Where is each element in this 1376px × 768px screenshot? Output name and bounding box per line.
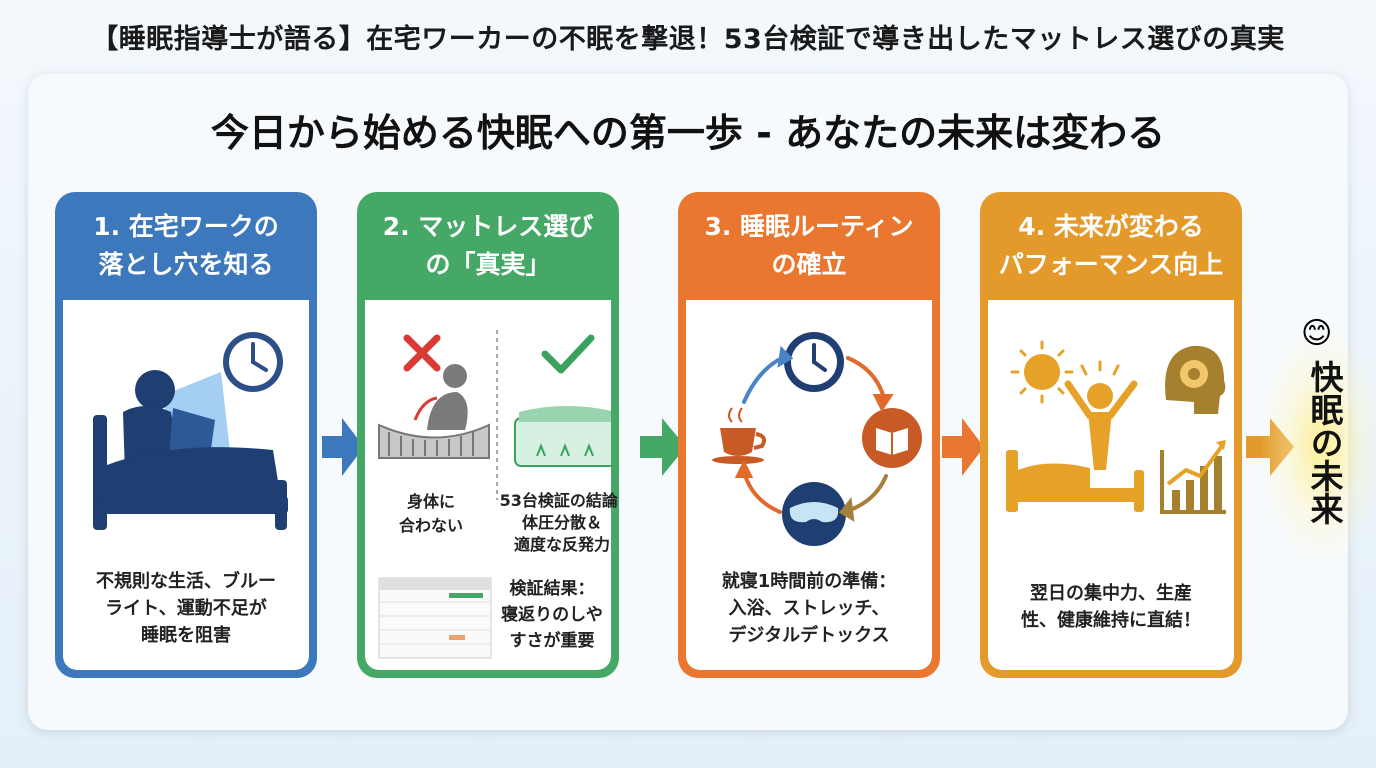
step-4-body: 翌日の集中力、生産 性、健康維持に直結！ [988,300,1234,670]
person-waking-icon [1006,360,1144,512]
book-icon [862,408,922,468]
step-4-illustration [1006,340,1226,514]
arrow-2-to-3-icon [640,418,686,476]
supportive-mattress-icon [514,406,611,467]
clock-icon [784,332,844,392]
step-card-4: 4. 未来が変わる パフォーマンス向上 [980,192,1242,678]
step-card-3: 3. 睡眠ルーティン の確立 [678,192,940,678]
step-2-body: 身体に 合わない 53台検証の結論: 体圧分散＆ 適度な反発力 検証結果： 寝返… [365,300,619,670]
step-4-description: 翌日の集中力、生産 性、健康維持に直結！ [1021,583,1201,631]
coffee-cup-icon [712,407,766,464]
growth-chart-icon [1160,440,1226,514]
step-1-description: 不規則な生活、ブルー ライト、運動不足が 睡眠を阻害 [96,571,276,646]
sleep-mask-icon [782,482,846,546]
step-card-2: 2. マットレス選び の「真実」 [357,192,619,678]
step-2-result-label: 検証結果： 寝返りのしや すさが重要 [501,579,603,651]
step-card-1: 1. 在宅ワークの 落とし穴を知る 不規則な生活、ブルー ライト、運動不足が 睡… [55,192,317,678]
step-3-description: 就寝1時間前の準備： 入浴、ストレッチ、 デジタルデトックス [721,571,897,646]
future-glow [1262,330,1376,560]
arrow-3-to-4-icon [942,418,984,476]
smile-icon: 😊 [1301,316,1333,351]
step-2-bad-label: 身体に 合わない [398,492,463,535]
step-2-illustration [378,330,611,659]
brain-head-icon [1165,345,1226,414]
step-1-illustration [93,332,288,530]
arrow-1-to-2-icon [322,418,364,476]
step-1-title: 1. 在宅ワークの 落とし穴を知る [93,212,279,279]
results-table-icon [378,577,492,659]
step-2-good-label: 53台検証の結論: 体圧分散＆ 適度な反発力 [499,491,619,554]
sun-icon [1010,340,1074,404]
step-2-title: 2. マットレス選び の「真実」 [382,212,594,279]
sagging-mattress-icon [378,364,490,459]
main-title: 今日から始める快眠への第一歩 - あなたの未来は変わる [210,111,1166,155]
future-label: 快眠の未来 [1305,360,1344,525]
step-4-title: 4. 未来が変わる パフォーマンス向上 [998,212,1224,279]
header-title: 【睡眠指導士が語る】在宅ワーカーの不眠を撃退！53台検証で導き出したマットレス選… [91,23,1285,55]
step-1-body: 不規則な生活、ブルー ライト、運動不足が 睡眠を阻害 [63,300,309,670]
check-icon [541,334,595,374]
step-3-illustration [712,332,922,546]
person-in-bed-with-laptop-icon [93,370,288,530]
clock-icon [223,332,283,392]
cross-icon [403,334,441,372]
step-3-body: 就寝1時間前の準備： 入浴、ストレッチ、 デジタルデトックス [686,300,932,670]
step-3-title: 3. 睡眠ルーティン の確立 [704,212,914,279]
